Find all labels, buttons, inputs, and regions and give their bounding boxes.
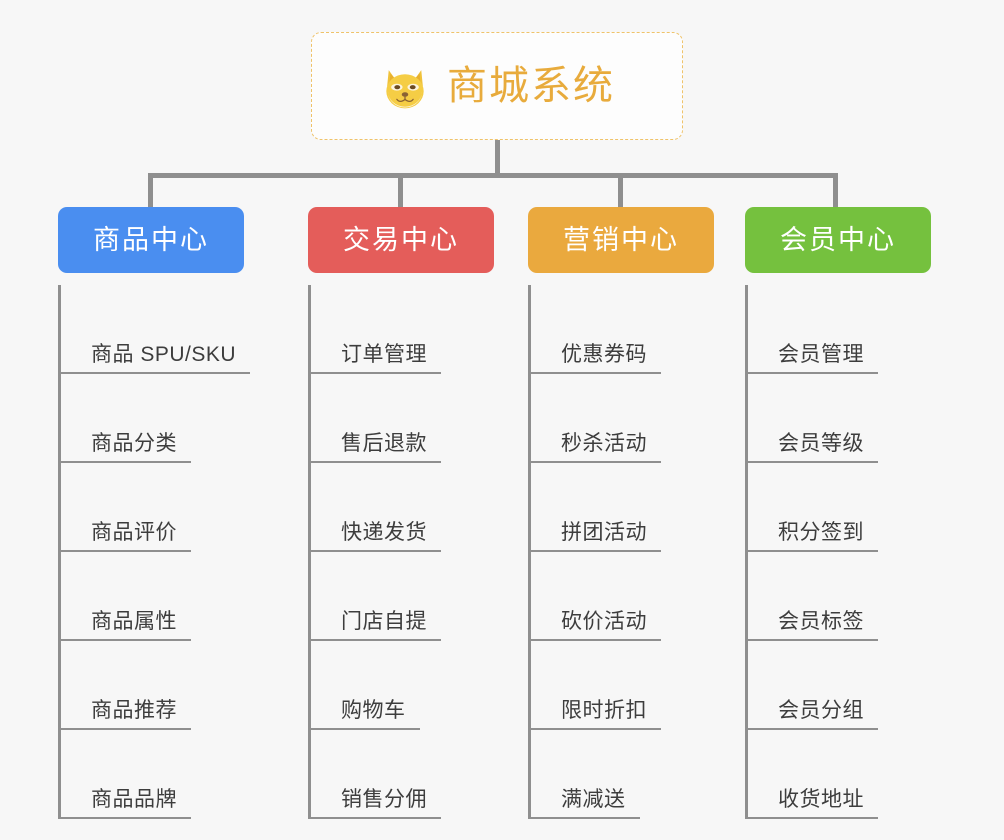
connector-drop-3 [618,173,623,209]
list-item[interactable]: 商品推荐 [61,641,244,730]
list-item[interactable]: 商品评价 [61,463,244,552]
list-item-label: 会员管理 [778,343,864,366]
list-item-label: 门店自提 [341,610,427,633]
category-items-3: 优惠券码 秒杀活动 拼团活动 砍价活动 限时折扣 满减送 [528,285,714,819]
list-item-label: 会员分组 [778,699,864,722]
list-item[interactable]: 满减送 [531,730,714,819]
list-item[interactable]: 砍价活动 [531,552,714,641]
list-item-label: 会员等级 [778,432,864,455]
list-item-label: 商品属性 [91,610,177,633]
connector-drop-2 [398,173,403,209]
list-item[interactable]: 商品属性 [61,552,244,641]
list-item-label: 秒杀活动 [561,432,647,455]
list-item-label: 收货地址 [778,788,864,811]
list-item[interactable]: 秒杀活动 [531,374,714,463]
list-item-label: 会员标签 [778,610,864,633]
list-item-label: 商品 SPU/SKU [91,343,237,366]
category-header-2[interactable]: 交易中心 [308,207,494,273]
list-item-label: 快递发货 [341,521,427,544]
list-item[interactable]: 会员标签 [748,552,931,641]
list-item-label: 商品评价 [91,521,177,544]
list-item[interactable]: 拼团活动 [531,463,714,552]
category-column-1: 商品中心 商品 SPU/SKU 商品分类 商品评价 商品属性 商品推荐 商品品牌 [58,207,250,819]
list-item-label: 商品品牌 [91,788,177,811]
list-item[interactable]: 会员等级 [748,374,931,463]
list-item[interactable]: 快递发货 [311,463,494,552]
list-item-label: 购物车 [341,699,406,722]
category-column-4: 会员中心 会员管理 会员等级 积分签到 会员标签 会员分组 收货地址 [745,207,931,819]
list-item[interactable]: 优惠券码 [531,285,714,374]
list-item[interactable]: 销售分佣 [311,730,494,819]
connector-horizontal-bus [148,173,838,178]
list-item-label: 积分签到 [778,521,864,544]
root-title: 商城系统 [447,64,615,108]
list-item[interactable]: 限时折扣 [531,641,714,730]
list-item-label: 满减送 [561,788,626,811]
list-item[interactable]: 积分签到 [748,463,931,552]
list-item[interactable]: 售后退款 [311,374,494,463]
list-item[interactable]: 门店自提 [311,552,494,641]
shiba-dog-emoji [379,62,431,114]
list-item[interactable]: 商品分类 [61,374,244,463]
category-items-4: 会员管理 会员等级 积分签到 会员标签 会员分组 收货地址 [745,285,931,819]
category-column-2: 交易中心 订单管理 售后退款 快递发货 门店自提 购物车 销售分佣 [308,207,494,819]
list-item[interactable]: 会员分组 [748,641,931,730]
category-items-1: 商品 SPU/SKU 商品分类 商品评价 商品属性 商品推荐 商品品牌 [58,285,250,819]
list-item[interactable]: 会员管理 [748,285,931,374]
list-item-label: 砍价活动 [561,610,647,633]
category-header-4[interactable]: 会员中心 [745,207,931,273]
category-column-3: 营销中心 优惠券码 秒杀活动 拼团活动 砍价活动 限时折扣 满减送 [528,207,714,819]
list-item[interactable]: 商品品牌 [61,730,244,819]
list-item[interactable]: 订单管理 [311,285,494,374]
list-item-label: 销售分佣 [341,788,427,811]
list-item-label: 售后退款 [341,432,427,455]
connector-drop-4 [833,173,838,209]
connector-drop-1 [148,173,153,209]
root-node[interactable]: 商城系统 [311,32,683,140]
connector-root-stem [495,140,500,176]
list-item-label: 优惠券码 [561,343,647,366]
category-header-1[interactable]: 商品中心 [58,207,244,273]
list-item-label: 商品分类 [91,432,177,455]
category-header-3[interactable]: 营销中心 [528,207,714,273]
list-item-label: 订单管理 [341,343,427,366]
list-item[interactable]: 购物车 [311,641,494,730]
list-item-label: 商品推荐 [91,699,177,722]
list-item[interactable]: 商品 SPU/SKU [61,285,250,374]
category-items-2: 订单管理 售后退款 快递发货 门店自提 购物车 销售分佣 [308,285,494,819]
list-item[interactable]: 收货地址 [748,730,931,819]
list-item-label: 拼团活动 [561,521,647,544]
list-item-label: 限时折扣 [561,699,647,722]
